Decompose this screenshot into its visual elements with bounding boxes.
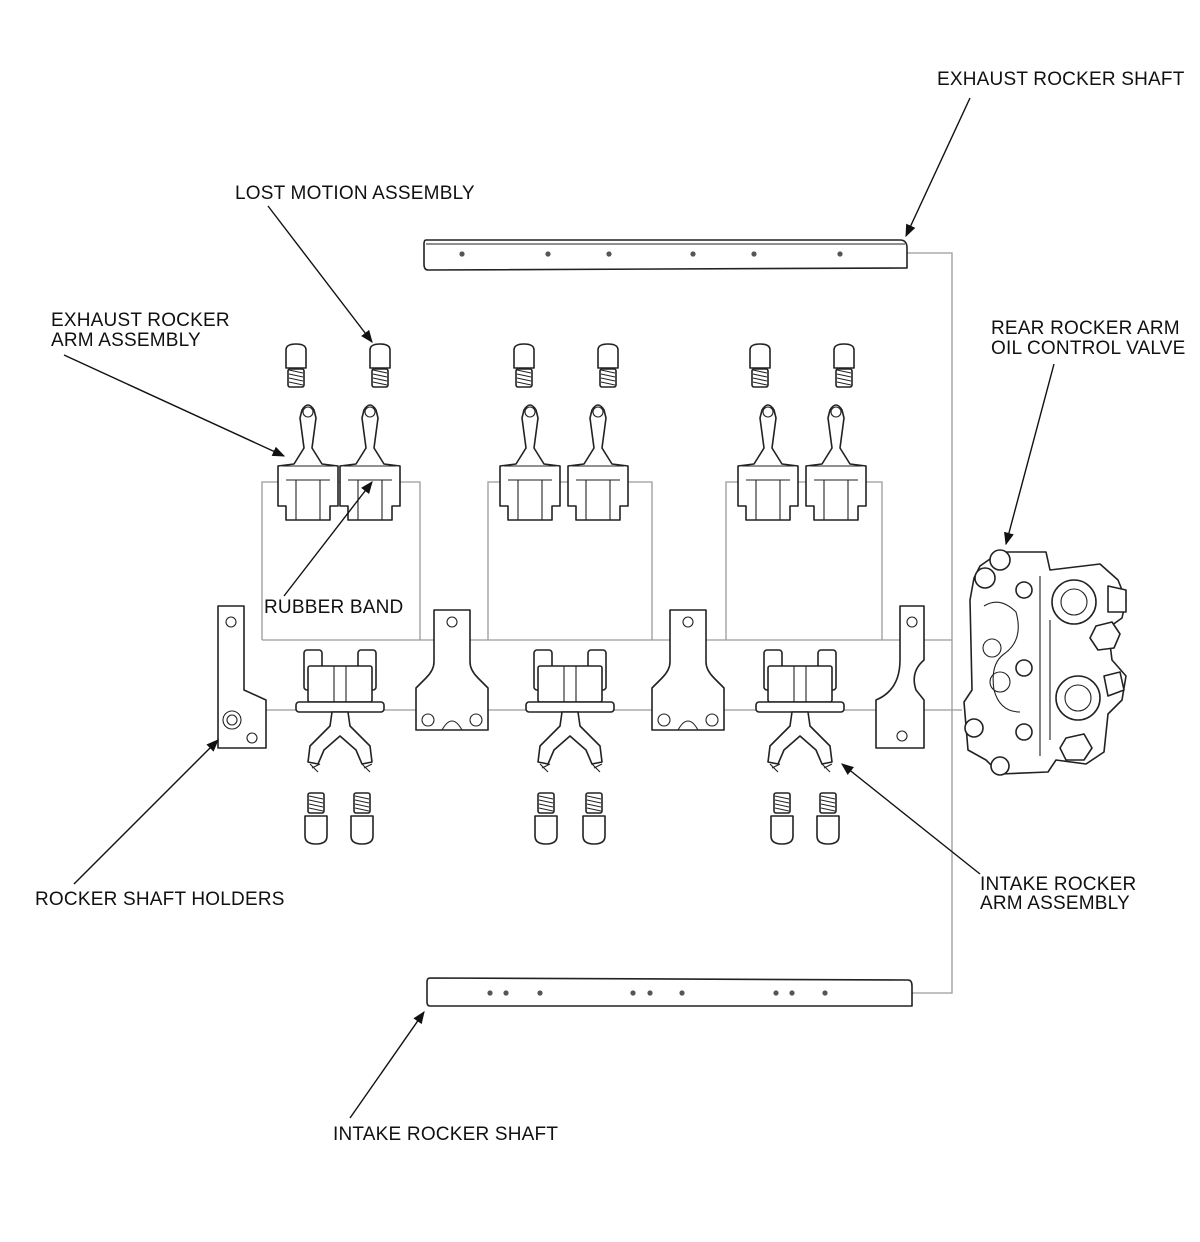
label-rear-rocker-arm-ocv-1: REAR ROCKER ARM <box>991 318 1180 339</box>
label-intake-rocker-shaft: INTAKE ROCKER SHAFT <box>333 1124 558 1145</box>
label-lost-motion-assembly: LOST MOTION ASSEMBLY <box>235 183 475 204</box>
exhaust-rocker-arm-assemblies <box>277 404 867 521</box>
rear-rocker-arm-oil-control-valve <box>963 549 1127 776</box>
intake-lost-motion-assemblies <box>304 792 840 845</box>
exhaust-lost-motion-assemblies <box>285 343 855 388</box>
rocker-shaft-holder-end-right <box>875 605 925 749</box>
label-intake-rocker-arm-assembly-1: INTAKE ROCKER <box>980 874 1136 895</box>
intake-rocker-shaft <box>426 977 913 1007</box>
exhaust-rocker-shaft <box>423 239 908 271</box>
label-rear-rocker-arm-ocv-2: OIL CONTROL VALVE <box>991 338 1186 359</box>
label-exhaust-rocker-arm-assembly-2: ARM ASSEMBLY <box>51 330 201 351</box>
label-exhaust-rocker-shaft: EXHAUST ROCKER SHAFT <box>937 69 1185 90</box>
label-rubber-band: RUBBER BAND <box>264 597 403 618</box>
leader-lines <box>63 97 1055 1119</box>
label-exhaust-rocker-arm-assembly-1: EXHAUST ROCKER <box>51 310 230 331</box>
label-intake-rocker-arm-assembly-2: ARM ASSEMBLY <box>980 893 1130 914</box>
label-rocker-shaft-holders: ROCKER SHAFT HOLDERS <box>35 889 285 910</box>
rocker-shaft-holders <box>217 605 925 749</box>
intake-rocker-arm-assemblies <box>295 649 845 773</box>
rocker-shaft-holder-end <box>217 605 267 749</box>
callout-labels: EXHAUST ROCKER SHAFT LOST MOTION ASSEMBL… <box>35 69 1186 1145</box>
